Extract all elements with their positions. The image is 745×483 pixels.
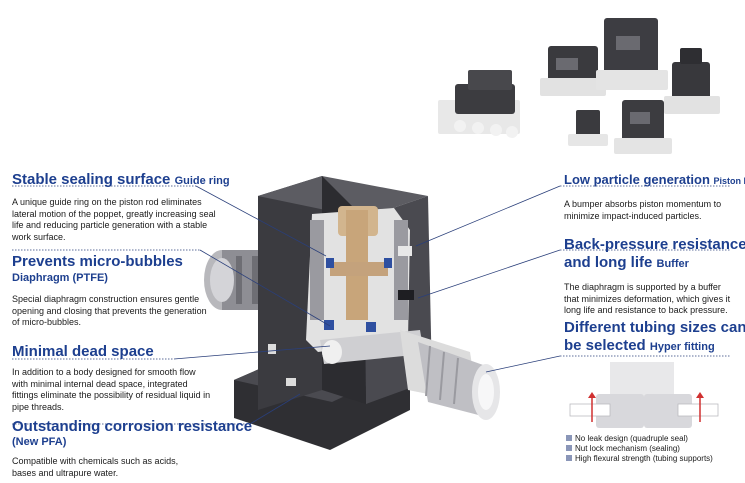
feature-title: Stable sealing surface Guide ring bbox=[12, 171, 230, 190]
feature-subtitle: Buffer bbox=[656, 258, 689, 270]
feature-title-line1: Back-pressure resistance bbox=[564, 236, 745, 253]
legend-text: Nut lock mechanism (sealing) bbox=[575, 444, 680, 453]
feature-title-text: Prevents micro-bubbles bbox=[12, 253, 183, 270]
feature-title-text: and long life bbox=[564, 254, 653, 271]
feature-micro-bubbles: Prevents micro-bubbles Diaphragm (PTFE) … bbox=[12, 253, 212, 329]
feature-title-line1: Different tubing sizes can bbox=[564, 319, 745, 336]
feature-subtitle: Piston bumper bbox=[713, 176, 745, 186]
feature-title-text: be selected bbox=[564, 337, 646, 354]
feature-title-line2: be selected Hyper fitting bbox=[564, 337, 740, 356]
feature-subtitle-text: Diaphragm (PTFE) bbox=[12, 272, 108, 284]
legend-text: High flexural strength (tubing supports) bbox=[575, 454, 713, 463]
feature-description: Special diaphragm construction ensures g… bbox=[12, 294, 207, 327]
fitting-legend: No leak design (quadruple seal) Nut lock… bbox=[566, 434, 713, 464]
feature-corrosion-resistance: Outstanding corrosion resistance (New PF… bbox=[12, 418, 252, 479]
legend-square-icon bbox=[566, 454, 572, 461]
product-valve-c bbox=[664, 48, 720, 114]
hyper-fitting-assembly bbox=[400, 330, 500, 420]
feature-subtitle: Diaphragm (PTFE) bbox=[12, 271, 212, 285]
feature-low-particle: Low particle generation Piston bumper A … bbox=[564, 171, 745, 222]
feature-title-text: Low particle generation bbox=[564, 172, 710, 187]
product-valve-e bbox=[568, 110, 608, 146]
feature-title-line2: and long life Buffer bbox=[564, 254, 740, 273]
product-manifold-valve bbox=[438, 70, 520, 138]
feature-description: The diaphragm is supported by a buffer t… bbox=[564, 282, 731, 315]
feature-stable-sealing: Stable sealing surface Guide ring A uniq… bbox=[12, 171, 230, 243]
legend-item: High flexural strength (tubing supports) bbox=[566, 454, 713, 464]
feature-subtitle-text: (New PFA) bbox=[12, 436, 67, 448]
feature-description: Compatible with chemicals such as acids,… bbox=[12, 456, 179, 478]
product-valve-a bbox=[540, 46, 606, 96]
legend-square-icon bbox=[566, 434, 572, 441]
product-valve-b bbox=[596, 18, 668, 90]
feature-title-text: Stable sealing surface bbox=[12, 171, 171, 188]
feature-subtitle: Guide ring bbox=[174, 175, 230, 187]
feature-description: In addition to a body designed for smoot… bbox=[12, 367, 211, 412]
flow-channel bbox=[320, 330, 424, 364]
feature-dead-space: Minimal dead space In addition to a body… bbox=[12, 343, 212, 413]
feature-title-text: Outstanding corrosion resistance bbox=[12, 418, 253, 435]
feature-title-text: Minimal dead space bbox=[12, 343, 154, 360]
feature-title: Low particle generation Piston bumper bbox=[564, 171, 745, 190]
legend-text: No leak design (quadruple seal) bbox=[575, 434, 688, 443]
product-valve-d bbox=[614, 100, 672, 154]
legend-item: No leak design (quadruple seal) bbox=[566, 434, 713, 444]
feature-tubing-sizes: Different tubing sizes can be selected H… bbox=[564, 319, 745, 356]
legend-square-icon bbox=[566, 444, 572, 451]
feature-back-pressure: Back-pressure resistance and long life B… bbox=[564, 236, 745, 317]
feature-description: A bumper absorbs piston momentum to mini… bbox=[564, 199, 722, 221]
legend-item: Nut lock mechanism (sealing) bbox=[566, 444, 713, 454]
feature-subtitle: Hyper fitting bbox=[649, 341, 715, 353]
feature-subtitle: (New PFA) bbox=[12, 436, 252, 449]
feature-description: A unique guide ring on the piston rod el… bbox=[12, 197, 216, 242]
